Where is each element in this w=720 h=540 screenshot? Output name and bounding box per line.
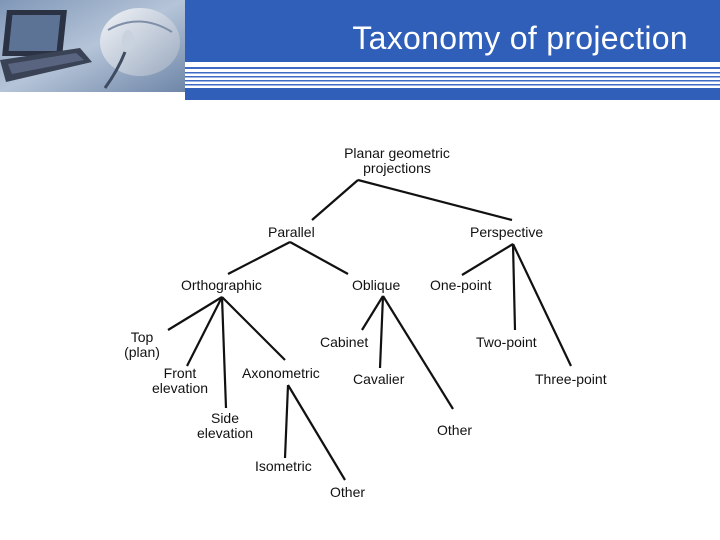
node-side-line-1: Side [210, 410, 240, 426]
node-perspective: Perspective [470, 224, 544, 240]
edge-parallel-orthographic [227, 241, 291, 275]
slide-title: Taxonomy of projection [352, 20, 688, 56]
edge-planar-parallel [311, 179, 359, 221]
node-axonometric-other: Other [330, 484, 366, 500]
node-parallel: Parallel [268, 224, 315, 240]
edge-perspective-three-point [512, 243, 572, 367]
node-top-line-1: Top [130, 329, 154, 345]
edge-planar-perspective [357, 178, 513, 222]
edge-orthographic-axonometric [221, 296, 286, 361]
edge-parallel-oblique [289, 241, 349, 275]
edge-oblique-cavalier [378, 295, 385, 369]
node-side-elevation: Side elevation [197, 411, 253, 441]
title-bar: Taxonomy of projection [185, 0, 720, 62]
edge-orthographic-front [186, 296, 223, 367]
node-three-point: Three-point [535, 371, 607, 387]
node-cavalier: Cavalier [353, 371, 405, 387]
header-stripes [185, 67, 720, 100]
node-front-line-2: elevation [151, 380, 209, 396]
header-photo [0, 0, 185, 92]
edge-oblique-cabinet [361, 295, 384, 331]
node-orthographic: Orthographic [181, 277, 262, 293]
node-top-line-2: (plan) [124, 344, 160, 360]
edge-orthographic-side [220, 296, 228, 409]
edge-orthographic-top [167, 296, 223, 331]
slide-header: Taxonomy of projection [0, 0, 720, 100]
node-planar-geometric-projections: Planar geometric projections [344, 146, 450, 176]
node-planar-line-2: projections [363, 160, 431, 176]
node-two-point: Two-point [476, 334, 537, 350]
node-cabinet: Cabinet [320, 334, 369, 350]
node-planar-line-1: Planar geometric [344, 145, 450, 161]
node-one-point: One-point [430, 277, 492, 293]
node-front-elevation: Front elevation [152, 366, 208, 396]
node-oblique: Oblique [352, 277, 401, 293]
edge-axonometric-isometric [283, 384, 290, 459]
node-axonometric: Axonometric [242, 365, 320, 381]
edge-oblique-other [382, 295, 454, 410]
node-side-line-2: elevation [196, 425, 254, 441]
edge-perspective-one-point [461, 243, 514, 276]
node-front-line-1: Front [163, 365, 197, 381]
edge-perspective-two-point [511, 243, 517, 331]
node-isometric: Isometric [255, 458, 312, 474]
node-top-plan: Top (plan) [124, 330, 160, 360]
node-oblique-other: Other [437, 422, 473, 438]
edge-axonometric-other [287, 384, 346, 481]
computer-mouse-image [0, 0, 185, 92]
